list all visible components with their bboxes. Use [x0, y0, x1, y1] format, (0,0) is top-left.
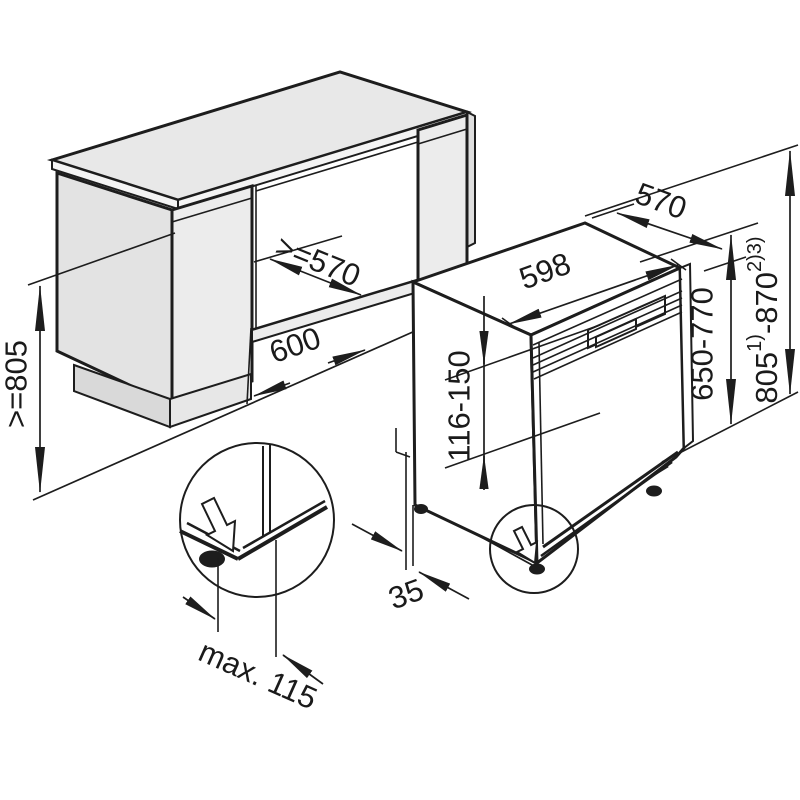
base-frame-rail: [540, 460, 673, 558]
right-plinth-step-b: [395, 451, 411, 458]
detail-foot: [199, 550, 225, 568]
niche-back-line: [253, 235, 343, 263]
dimension-rear-gap: 35: [351, 523, 470, 617]
label-front-panel-range: 116-150: [442, 350, 477, 461]
extension-line-top: [444, 324, 601, 381]
dimension-worktop-height: 8051)-8702)3): [584, 144, 799, 404]
detail-base-left-edge: [179, 529, 239, 561]
extension-line: [27, 232, 176, 286]
back-left-foot: [414, 504, 428, 514]
large-detail-circle: [179, 442, 335, 598]
extension-line-top: [584, 144, 799, 217]
dimension-line: [269, 258, 362, 296]
extension-line-bottom: [661, 391, 799, 463]
dimension-plinth-recess: max. 115: [182, 540, 324, 717]
arrow-right: [282, 654, 324, 685]
dimension-front-panel-range: 116-150: [442, 296, 601, 490]
niche-corner-extension: [246, 327, 252, 405]
magnifier-circle-small: [489, 504, 579, 594]
dimension-appliance-height: 650-770: [639, 222, 799, 463]
dimension-niche-depth: >=570: [269, 228, 366, 296]
dimension-niche-height: >=805: [0, 232, 176, 493]
detail-circle-large: [179, 442, 335, 598]
arrow-left: [253, 380, 291, 397]
pointer-arrow-small: [512, 525, 539, 565]
label-plinth-recess: max. 115: [194, 634, 323, 717]
label-niche-depth: >=570: [271, 228, 366, 293]
dimension-line: [508, 264, 679, 325]
extension-line-right: [703, 256, 747, 272]
door-bottom-edge: [542, 450, 679, 549]
plinth-front-face: [169, 372, 252, 429]
arrow-lower: [418, 571, 470, 600]
label-niche-height: >=805: [0, 340, 34, 428]
pointer-arrow-large: [200, 496, 237, 553]
extension-line-top: [639, 222, 759, 263]
arrow-upper: [351, 523, 403, 552]
front-left-foot: [529, 563, 545, 575]
door-left-inner-edge: [538, 342, 544, 545]
detail-base-rail-inner: [242, 499, 326, 550]
right-cabinet-rail-line: [417, 128, 468, 145]
base-frame-notch: [654, 464, 669, 476]
dimension-line: [616, 212, 723, 250]
label-worktop-height: 8051)-8702)3): [744, 236, 784, 403]
tick-right: [670, 258, 687, 271]
arrow-right: [327, 349, 366, 366]
front-right-foot: [646, 485, 662, 497]
label-appliance-height: 650-770: [685, 287, 720, 401]
small-detail-circle: [489, 504, 579, 594]
extension-line-bottom: [444, 412, 601, 469]
arrow-left: [182, 596, 216, 620]
dishwasher-right-edge: [678, 262, 695, 451]
extension-line-left: [591, 203, 635, 219]
left-cabinet-rail-line: [171, 197, 253, 223]
label-rear-gap: 35: [384, 572, 428, 617]
detail-base-rail: [236, 505, 329, 561]
counter-unit: [46, 70, 476, 458]
niche-ceiling-inner-line: [255, 141, 419, 192]
